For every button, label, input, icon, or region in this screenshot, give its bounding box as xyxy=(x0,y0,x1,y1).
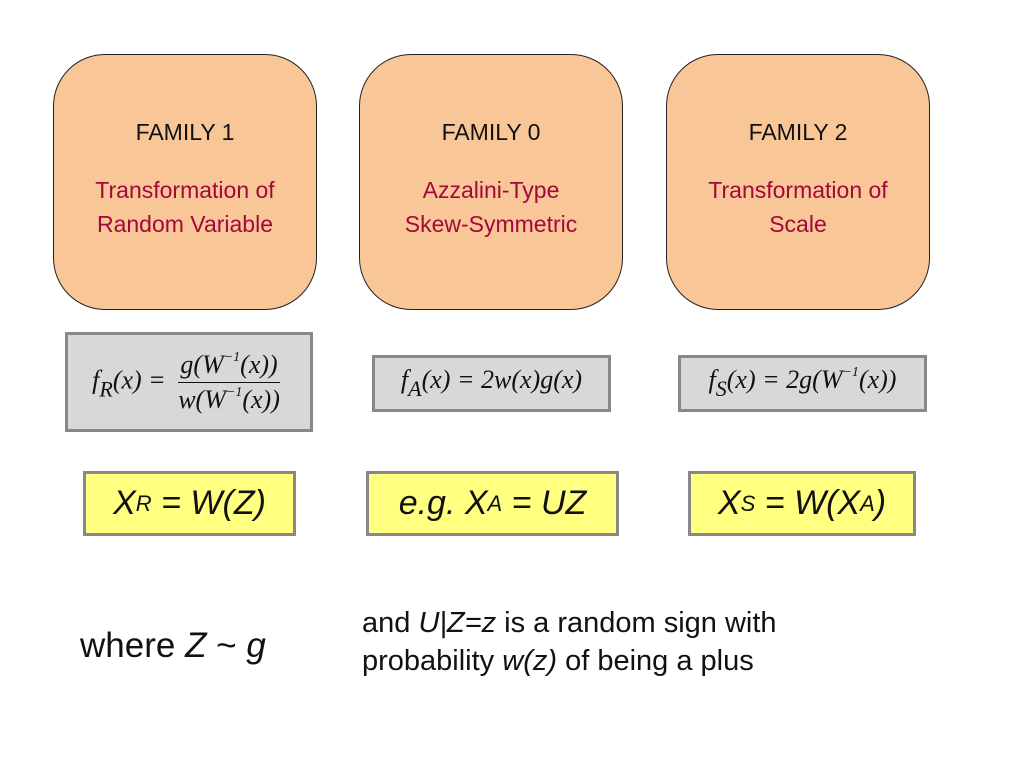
note-where-z: where Z ~ g xyxy=(80,626,266,665)
family-0-title: FAMILY 0 xyxy=(441,119,541,145)
family-0-box: FAMILY 0 Azzalini-Type Skew-Symmetric xyxy=(359,54,623,310)
family-1-subtitle: Transformation of Random Variable xyxy=(95,177,275,237)
formula-family-2: fS(x) = 2g(W−1(x)) xyxy=(678,355,927,412)
formula-1-math: fR(x) = g(W−1(x)) w(W−1(x)) xyxy=(92,349,280,414)
family-2-title: FAMILY 2 xyxy=(748,119,848,145)
family-1-box: FAMILY 1 Transformation of Random Variab… xyxy=(53,54,317,310)
formula-1-fraction: g(W−1(x)) w(W−1(x)) xyxy=(178,349,280,414)
note-random-sign: and U|Z=z is a random sign with probabil… xyxy=(362,607,777,677)
formula-0-math: fA(x) = 2w(x)g(x) xyxy=(400,365,583,401)
formula-2-math: fS(x) = 2g(W−1(x)) xyxy=(708,365,897,401)
family-0-subtitle: Azzalini-Type Skew-Symmetric xyxy=(404,177,578,237)
family-2-subtitle: Transformation of Scale xyxy=(708,177,888,237)
family-1-title: FAMILY 1 xyxy=(135,119,235,145)
family-2-box: FAMILY 2 Transformation of Scale xyxy=(666,54,930,310)
formula-family-1: fR(x) = g(W−1(x)) w(W−1(x)) xyxy=(65,332,313,432)
formula-family-0: fA(x) = 2w(x)g(x) xyxy=(372,355,611,412)
